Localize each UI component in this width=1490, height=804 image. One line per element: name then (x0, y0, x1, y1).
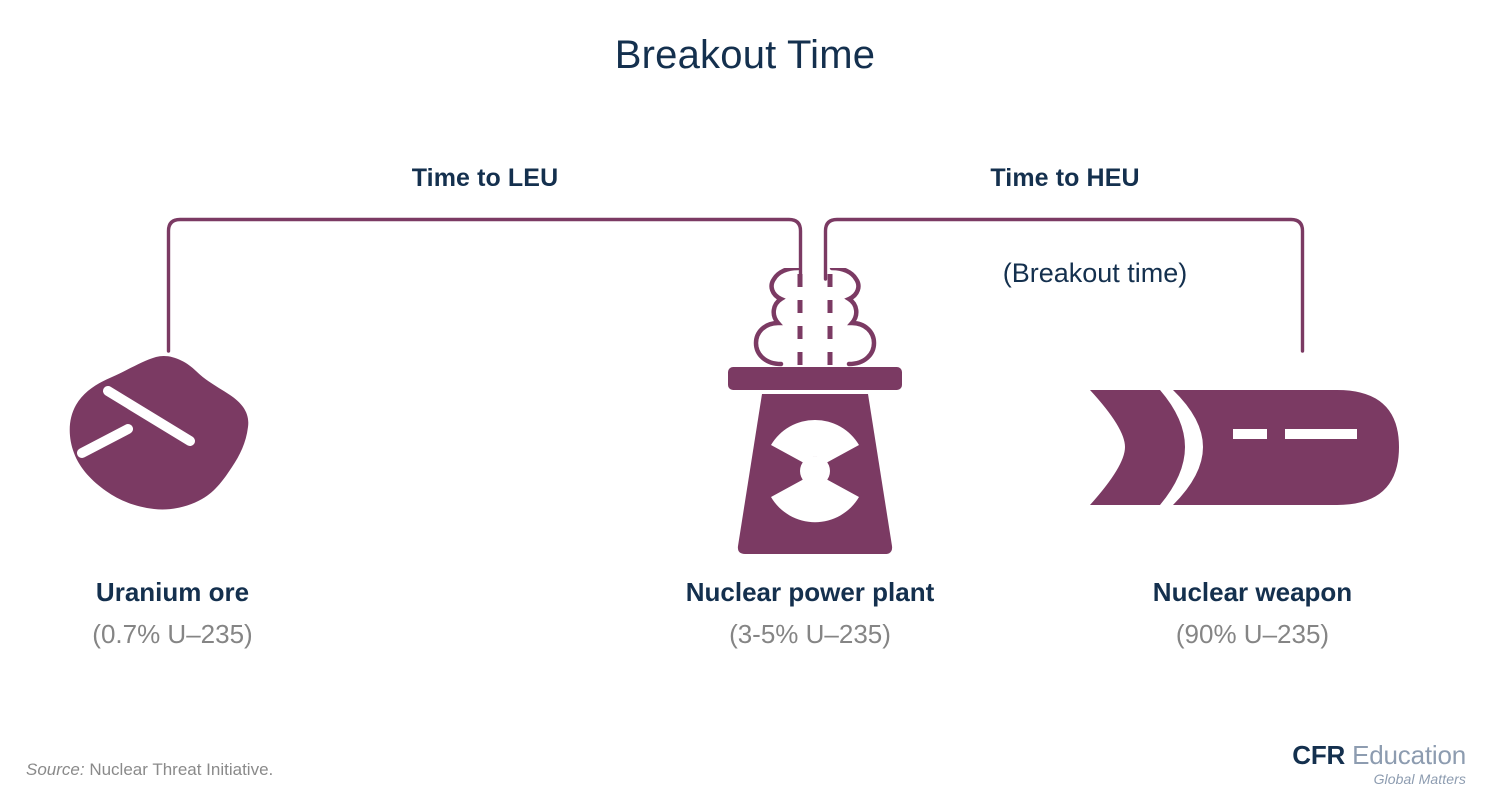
trefoil-blade-2 (771, 479, 859, 523)
caption-nuclear-power-plant: Nuclear power plant (3-5% U–235) (620, 576, 1000, 650)
logo-tagline: Global Matters (1373, 771, 1466, 787)
bracket-leu (166, 217, 803, 353)
span-label-heu: Time to HEU (990, 164, 1140, 192)
cfr-education-logo: CFR Education Global Matters (1292, 742, 1466, 786)
nuclear-weapon-icon (1085, 380, 1405, 520)
smoke-left (753, 265, 801, 367)
source-text: Nuclear Threat Initiative. (89, 760, 274, 779)
tower-rim (728, 367, 902, 390)
caption-enrichment: (3-5% U–235) (729, 618, 891, 649)
logo-product: Education (1345, 740, 1466, 770)
caption-name: Nuclear power plant (685, 577, 935, 607)
ore-streak-1 (103, 386, 195, 446)
caption-nuclear-weapon: Nuclear weapon (90% U–235) (1085, 576, 1420, 650)
trefoil-blade-3 (771, 419, 815, 463)
ore-streak-2 (77, 424, 133, 458)
caption-name: Nuclear weapon (1152, 577, 1353, 607)
breakout-time-note: (Breakout time) (1002, 258, 1188, 288)
smoke-right (829, 265, 877, 367)
trefoil-blade-1 (815, 419, 859, 463)
bracket-heu (823, 217, 1305, 353)
page-title: Breakout Time (614, 33, 876, 77)
caption-enrichment: (0.7% U–235) (92, 618, 253, 649)
trefoil-center (800, 456, 830, 486)
logo-wordmark: CFR Education (1292, 742, 1466, 768)
logo-brand: CFR (1292, 740, 1346, 770)
bomb-fin (1090, 390, 1185, 505)
caption-name: Uranium ore (95, 577, 250, 607)
span-label-leu: Time to LEU (411, 164, 559, 192)
source-keyword: Source: (26, 760, 85, 779)
nuclear-power-plant-icon (715, 248, 915, 563)
ore-body (69, 355, 249, 510)
source-note: Source: Nuclear Threat Initiative. (26, 760, 273, 780)
caption-enrichment: (90% U–235) (1175, 618, 1330, 649)
radiation-trefoil (771, 419, 859, 523)
bomb-body (1173, 390, 1399, 505)
uranium-ore-icon (60, 355, 270, 520)
caption-uranium-ore: Uranium ore (0.7% U–235) (10, 576, 335, 650)
